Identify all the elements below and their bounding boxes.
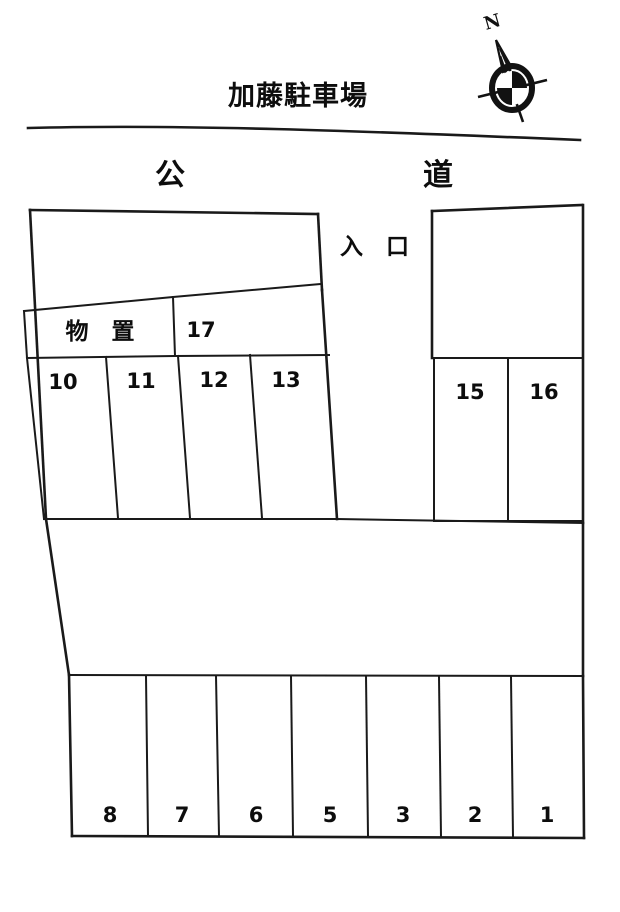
stall-label-15: 15 [455, 380, 484, 404]
bottom-row-west-edge [67, 673, 74, 838]
compass-quadrant-se [512, 88, 527, 105]
compass-quadrant-ne [512, 71, 527, 88]
left-parcel-west-upper-line [28, 208, 48, 521]
stall-label-1: 1 [540, 803, 555, 827]
stall-label-6: 6 [249, 803, 264, 827]
stall-label-11: 11 [126, 369, 155, 393]
left-parcel-east-upper-line [316, 212, 324, 292]
road-label-left: 公 [155, 158, 185, 193]
left-parcel-frontage-line [28, 208, 320, 216]
stall-label-17: 17 [186, 318, 215, 342]
right-parcel-frontage-line [430, 203, 584, 213]
stall-label-13: 13 [271, 368, 300, 392]
compass-rose-icon: N [477, 10, 548, 123]
left-parcel-east-lower-line [320, 288, 339, 521]
storage-left-edge-line [22, 309, 29, 360]
stall-10-11-divider [104, 355, 120, 520]
compass-quadrant-sw [497, 88, 512, 105]
compass-north-label: N [482, 10, 504, 35]
stall-8-7-divider [144, 674, 150, 838]
stall-3-2-divider [437, 675, 443, 839]
stall-label-5: 5 [323, 803, 338, 827]
stall-5-3-divider [364, 674, 370, 838]
compass-ring [489, 63, 535, 113]
road-label-right: 道 [423, 158, 453, 193]
stall-label-10: 10 [48, 370, 77, 394]
storage-17-divider-line [171, 295, 177, 358]
stall-label-12: 12 [199, 368, 228, 392]
stall-label-7: 7 [175, 803, 190, 827]
entrance-label: 入 口 [340, 234, 409, 260]
stall-6-5-divider [289, 674, 295, 838]
stall-10-left-edge [25, 356, 46, 521]
stall-12-13-divider [248, 353, 264, 520]
aisle-west-line [44, 517, 71, 677]
page-title: 加藤駐車場 [228, 81, 368, 112]
stall-2-1-divider [509, 675, 515, 839]
stall-label-3: 3 [396, 803, 411, 827]
aisle-top-line [43, 518, 585, 525]
road-far-edge-line [26, 125, 582, 142]
storage-label: 物 置 [66, 318, 135, 345]
stall-label-8: 8 [103, 803, 118, 827]
stall-label-2: 2 [468, 803, 483, 827]
compass-quadrant-nw [497, 71, 512, 88]
bottom-row-bottom-edge [70, 834, 586, 840]
bottom-row-east-edge [581, 674, 586, 840]
stall-label-16: 16 [529, 380, 558, 404]
aisle-bottom-line [67, 673, 585, 678]
stall-7-6-divider [214, 674, 221, 838]
stall-11-12-divider [176, 354, 192, 520]
